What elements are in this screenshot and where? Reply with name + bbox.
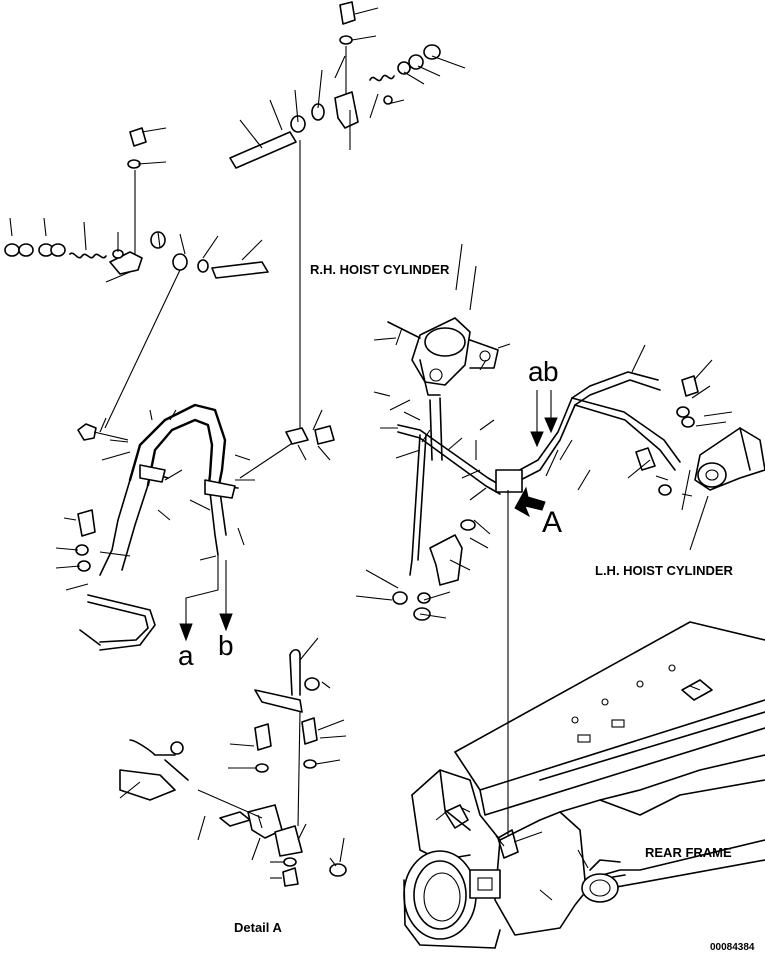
upper-left-hardware	[4, 127, 269, 429]
rear-frame-drawing	[403, 621, 765, 949]
lh-hoist-cylinder-label: L.H. HOIST CYLINDER	[595, 563, 733, 578]
arrow-label-b-right: b	[543, 356, 559, 387]
callout-leader-lines	[9, 7, 733, 901]
detail-a-label: Detail A	[234, 920, 282, 935]
view-arrows	[179, 390, 558, 642]
top-center-hardware	[229, 1, 441, 479]
rear-frame-label: REAR FRAME	[645, 845, 732, 860]
detail-a-drawing	[119, 648, 347, 887]
rh-hoist-cylinder-drawing	[387, 317, 499, 396]
hose-assembly-left	[75, 403, 239, 651]
figure-number: 00084384	[710, 942, 755, 953]
lh-hoist-cylinder-drawing	[694, 427, 765, 491]
hydraulic-tubes-right	[392, 371, 699, 835]
rh-hoist-cylinder-label: R.H. HOIST CYLINDER	[310, 262, 450, 277]
arrow-label-b-left: b	[218, 630, 234, 661]
view-marker-a: A	[542, 506, 563, 539]
arrow-label-a-right: a	[528, 356, 544, 387]
arrow-label-a-left: a	[178, 640, 194, 671]
